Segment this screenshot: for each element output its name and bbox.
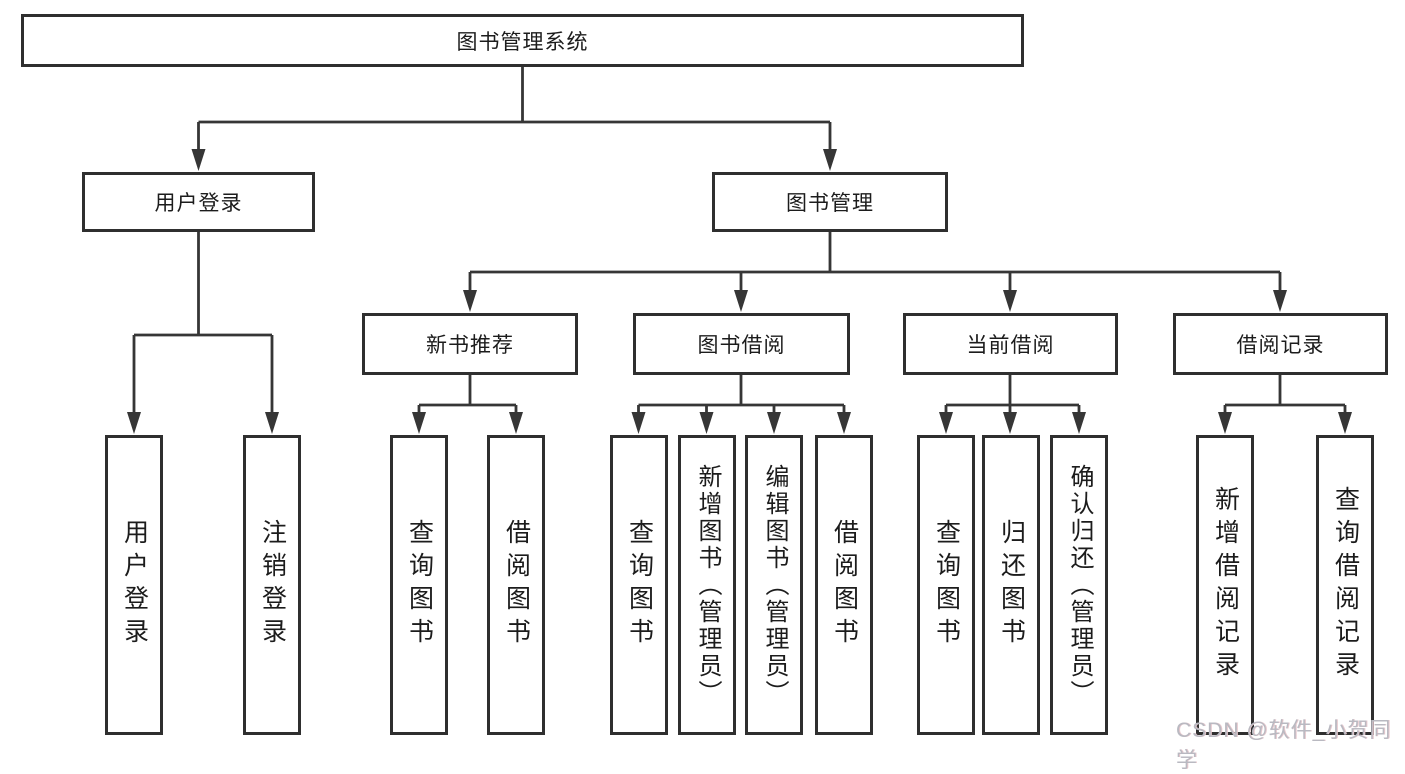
node-label: 图书管理 [786, 192, 874, 215]
node-label: 当前借阅 [966, 334, 1055, 357]
leaf-borrow-books: 借阅图书 [815, 435, 873, 735]
leaf-logout: 注销登录 [243, 435, 301, 735]
node-label: 查询图书 [932, 519, 961, 651]
leaf-return-books: 归还图书 [982, 435, 1040, 735]
connector-root-to-level2 [197, 67, 832, 152]
leaf-query-borrow-record: 查询借阅记录 [1316, 435, 1374, 735]
node-label: 用户登录 [154, 192, 243, 215]
node-label: 归还图书 [997, 519, 1026, 651]
leaf-borrow-books-recommend: 借阅图书 [487, 435, 545, 735]
node-label: 注销登录 [258, 519, 287, 651]
leaf-add-books-admin: 新增图书（管理员） [678, 435, 736, 735]
connector-current-to-leaves [944, 375, 1081, 418]
node-label: 新增图书（管理员） [694, 463, 721, 707]
node-label: 图书管理系统 [456, 30, 589, 54]
leaf-query-books-recommend: 查询图书 [390, 435, 448, 735]
connector-record-to-leaves [1223, 375, 1347, 418]
leaf-query-books-current: 查询图书 [917, 435, 975, 735]
node-label: 新书推荐 [426, 334, 514, 357]
csdn-watermark: CSDN @软件_小贺同学 [1176, 719, 1392, 772]
node-root-system: 图书管理系统 [21, 14, 1024, 67]
node-new-book-recommend: 新书推荐 [362, 313, 578, 375]
node-label: 编辑图书（管理员） [761, 463, 788, 707]
node-book-borrow: 图书借阅 [633, 313, 850, 375]
node-label: 查询借阅记录 [1331, 486, 1360, 684]
node-label: 借阅图书 [502, 519, 531, 651]
node-label: 查询图书 [405, 519, 434, 651]
node-book-management-module: 图书管理 [712, 172, 948, 232]
leaf-query-books-borrow: 查询图书 [610, 435, 668, 735]
leaf-confirm-return-admin: 确认归还（管理员） [1050, 435, 1108, 735]
connector-newbook-to-leaves [417, 375, 518, 418]
node-label: 借阅记录 [1236, 334, 1325, 357]
node-label: 图书借阅 [697, 334, 786, 357]
leaf-add-borrow-record: 新增借阅记录 [1196, 435, 1254, 735]
node-user-login-module: 用户登录 [82, 172, 315, 232]
leaf-edit-books-admin: 编辑图书（管理员） [745, 435, 803, 735]
leaf-user-login: 用户登录 [105, 435, 163, 735]
connector-bookmgmt-to-level3 [468, 232, 1282, 294]
node-label: 用户登录 [120, 519, 149, 651]
connector-borrow-to-leaves [637, 375, 846, 418]
node-label: 借阅图书 [830, 519, 859, 651]
node-label: 查询图书 [625, 519, 654, 651]
connector-userlogin-to-leaves [132, 232, 274, 418]
org-chart: 图书管理系统 用户登录 图书管理 新书推荐 图书借阅 当前借阅 借阅记录 用户登… [21, 14, 1390, 772]
node-current-borrow: 当前借阅 [903, 313, 1118, 375]
node-label: 确认归还（管理员） [1066, 463, 1093, 707]
node-label: 新增借阅记录 [1211, 486, 1240, 684]
node-borrow-record: 借阅记录 [1173, 313, 1388, 375]
